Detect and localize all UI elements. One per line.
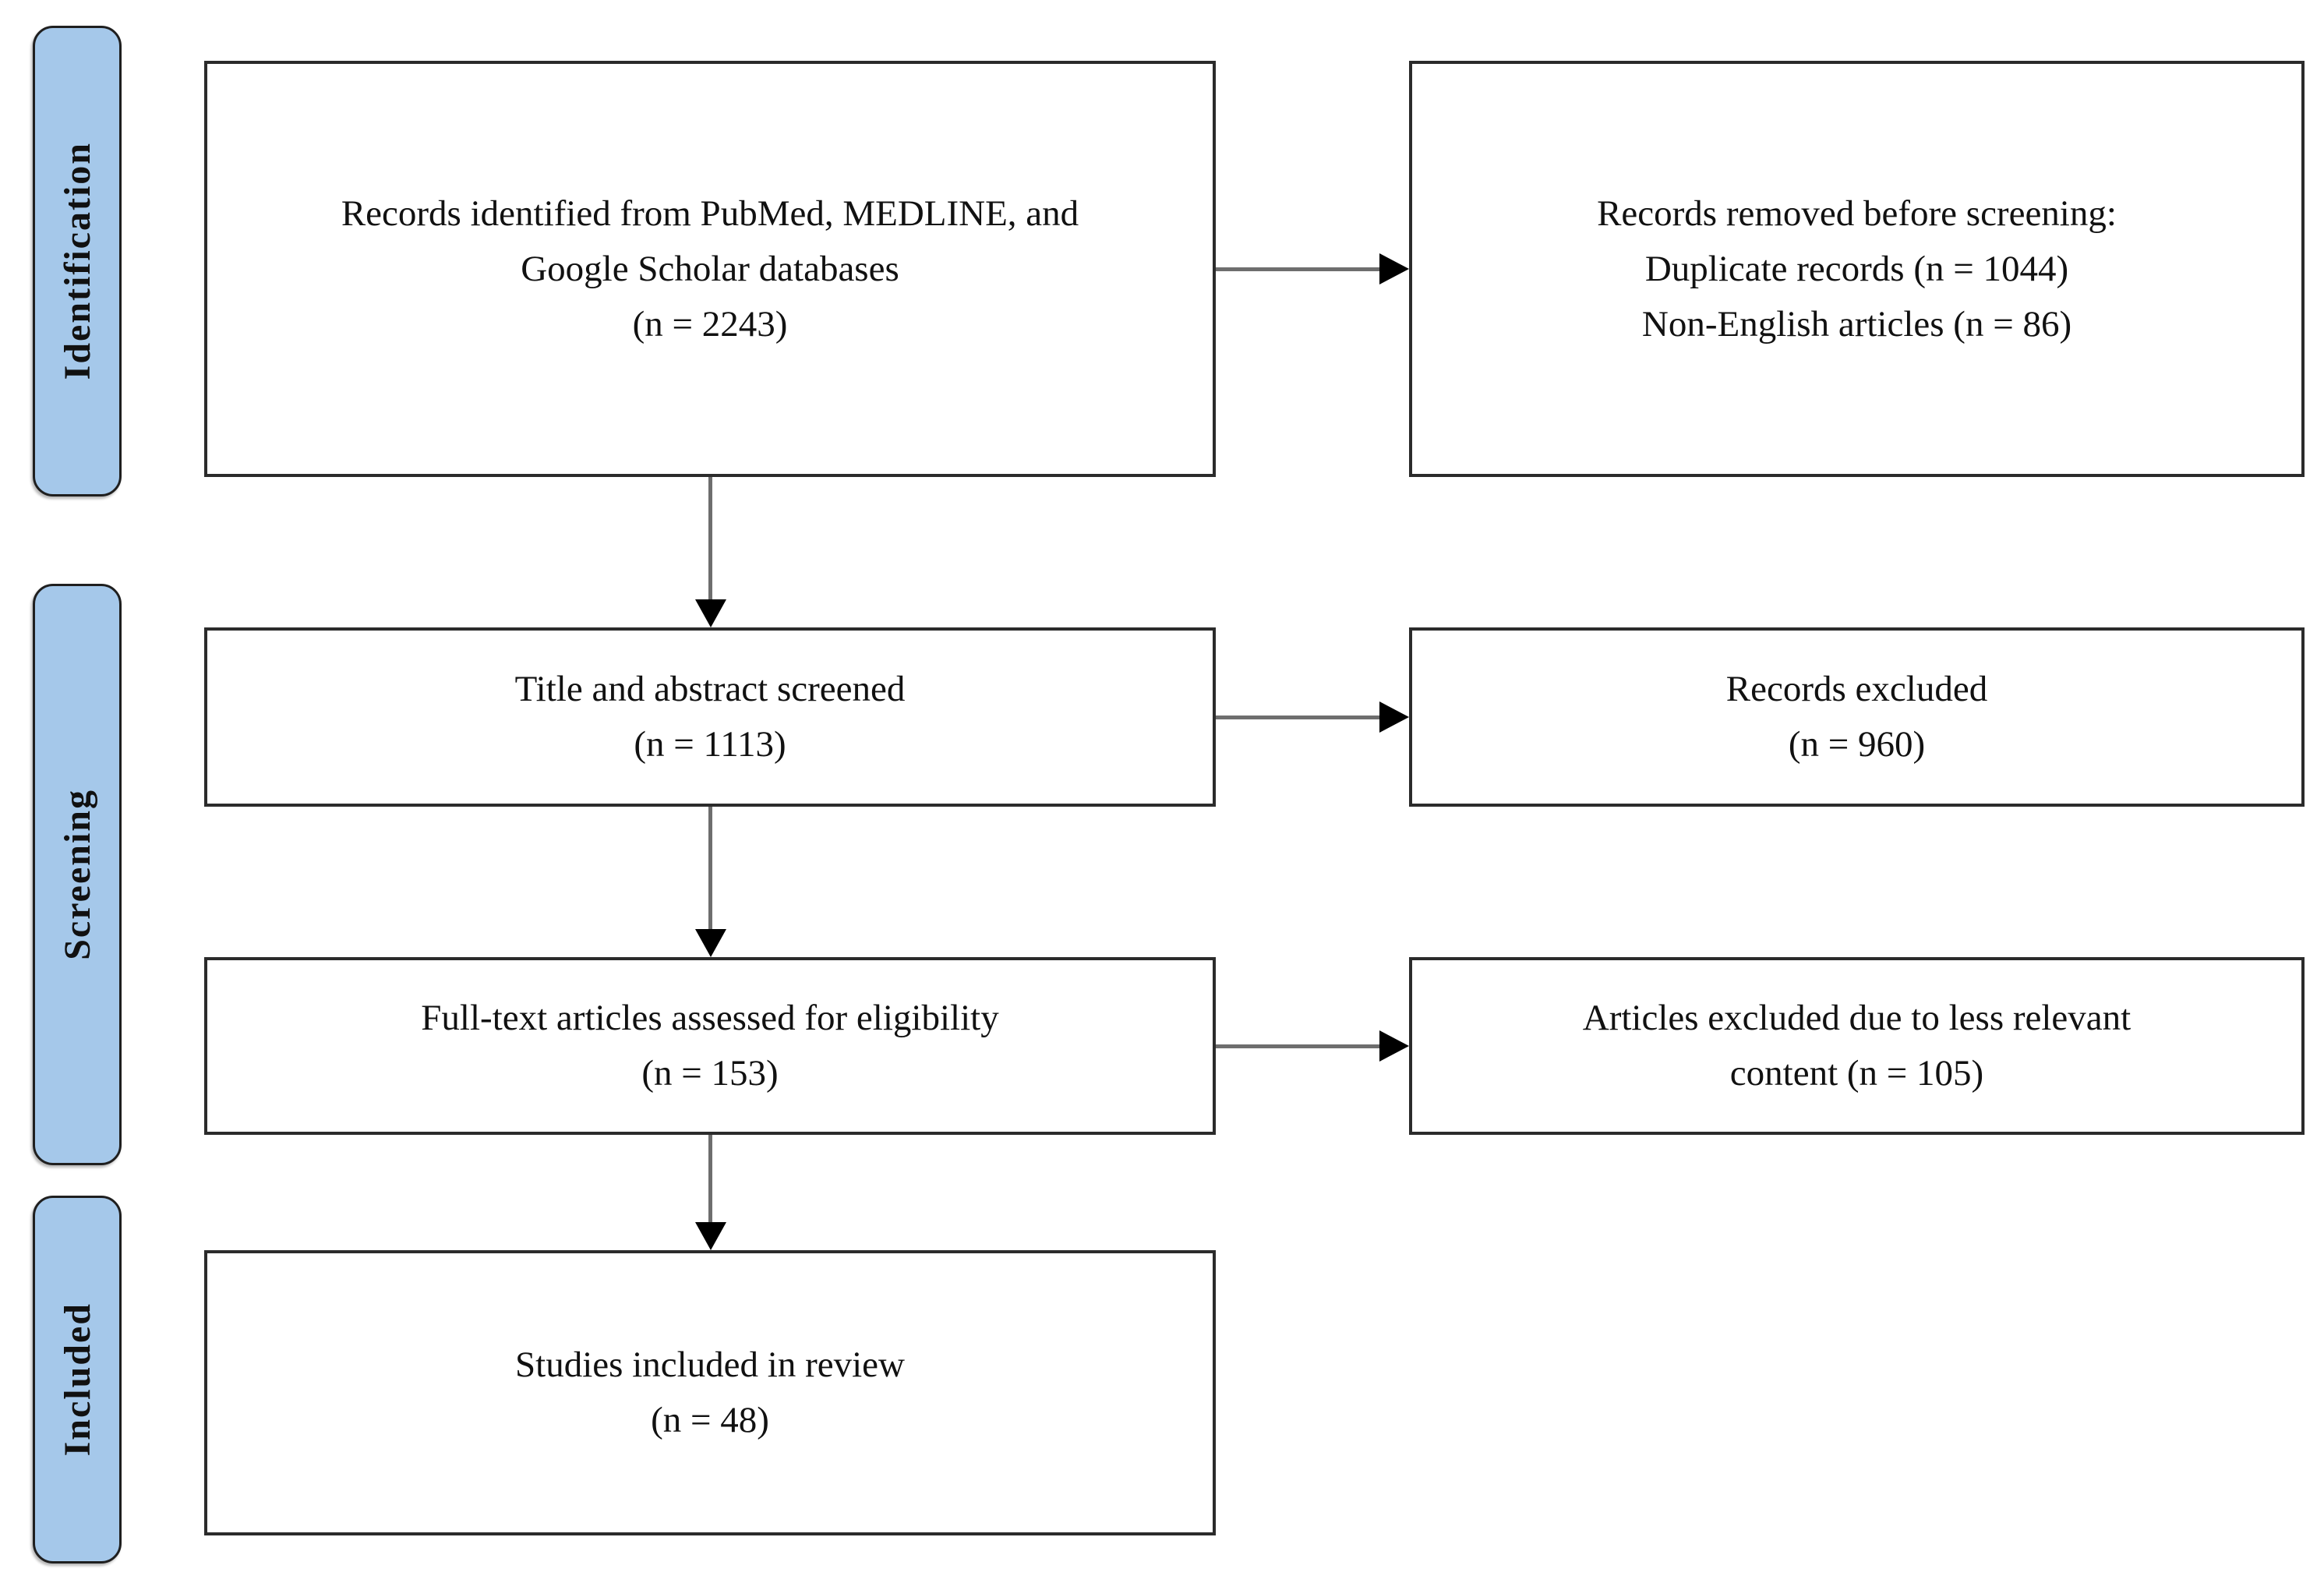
down-arrow-head-icon: [695, 1222, 726, 1250]
right-arrow-head-icon: [1379, 253, 1409, 284]
text-line: Full-text articles assessed for eligibil…: [421, 998, 999, 1038]
box-articles-excluded: Articles excluded due to less relevant c…: [1409, 957, 2305, 1135]
stage-pill-screening: Screening: [33, 584, 122, 1165]
text-line: (n = 1113): [634, 724, 786, 765]
text-line: Records excluded: [1725, 669, 1988, 709]
right-arrow-head-icon: [1379, 1030, 1409, 1062]
text-line: (n = 153): [641, 1053, 779, 1094]
right-arrow-head-icon: [1379, 701, 1409, 733]
box-studies-included: Studies included in review (n = 48): [204, 1250, 1216, 1535]
down-arrow-line: [708, 477, 712, 602]
box-records-excluded: Records excluded (n = 960): [1409, 627, 2305, 807]
text-line: Records removed before screening:: [1597, 193, 2117, 234]
text-line: (n = 960): [1788, 724, 1926, 765]
right-arrow-line: [1216, 716, 1381, 719]
stage-label-screening: Screening: [56, 789, 98, 960]
stage-pill-included: Included: [33, 1196, 122, 1564]
down-arrow-line: [708, 1135, 712, 1224]
box-full-text-assessed: Full-text articles assessed for eligibil…: [204, 957, 1216, 1135]
box-records-removed-before-screening: Records removed before screening: Duplic…: [1409, 61, 2305, 477]
text-line: Non-English articles (n = 86): [1641, 303, 2072, 345]
text-line: Articles excluded due to less relevant: [1582, 998, 2132, 1038]
box-records-identified: Records identified from PubMed, MEDLINE,…: [204, 61, 1216, 477]
down-arrow-head-icon: [695, 599, 726, 627]
stage-label-included: Included: [56, 1302, 98, 1457]
text-line: Title and abstract screened: [514, 669, 906, 709]
text-line: Duplicate records (n = 1044): [1644, 248, 2069, 289]
text-line: (n = 2243): [632, 303, 788, 345]
text-line: Google Scholar databases: [521, 248, 899, 289]
stage-label-identification: Identification: [56, 142, 98, 380]
right-arrow-line: [1216, 267, 1381, 271]
box-title-abstract-screened: Title and abstract screened (n = 1113): [204, 627, 1216, 807]
text-line: content (n = 105): [1729, 1053, 1984, 1094]
down-arrow-line: [708, 807, 712, 931]
text-line: (n = 48): [651, 1400, 769, 1440]
right-arrow-line: [1216, 1044, 1381, 1048]
stage-pill-identification: Identification: [33, 26, 122, 496]
text-line: Studies included in review: [515, 1344, 905, 1385]
text-line: Records identified from PubMed, MEDLINE,…: [341, 193, 1079, 234]
down-arrow-head-icon: [695, 929, 726, 957]
